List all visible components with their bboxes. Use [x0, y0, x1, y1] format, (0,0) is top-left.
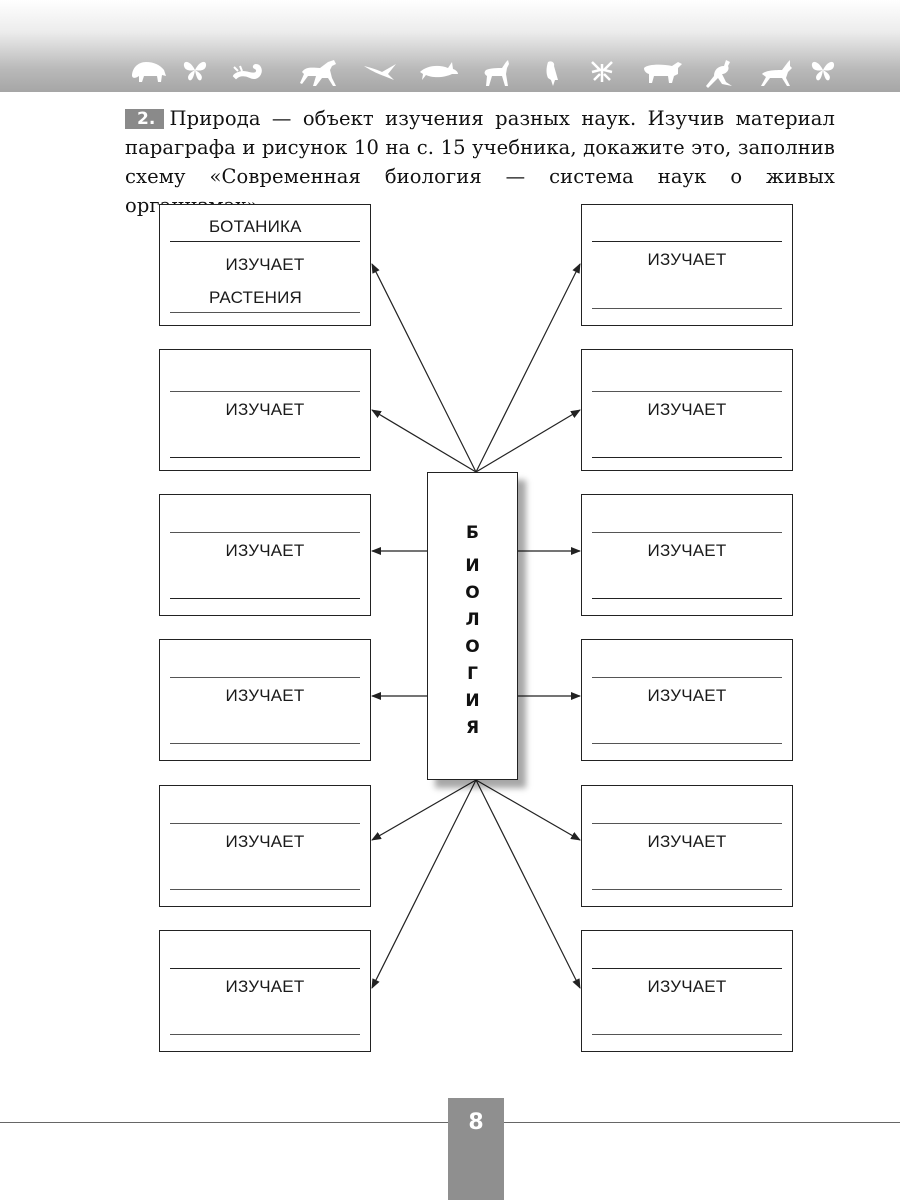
studies-label: ИЗУЧАЕТ [647, 832, 727, 851]
answer-line[interactable] [170, 457, 360, 459]
answer-line[interactable] [592, 308, 782, 309]
swallow-icon [364, 64, 396, 80]
scorpion-icon [232, 63, 262, 80]
animal-silhouettes [120, 58, 840, 92]
task-number: 2. [125, 109, 164, 129]
arrow [371, 263, 477, 473]
studies-label: ИЗУЧАЕТ [647, 977, 727, 996]
arrow [475, 263, 581, 473]
insect-icon [591, 61, 613, 82]
biology-letter: Л [465, 610, 480, 630]
studies-label: ИЗУЧАЕТ [647, 686, 727, 705]
science-box-11[interactable]: ИЗУЧАЕТ [581, 785, 793, 907]
arrow [371, 779, 477, 841]
kangaroo-icon [706, 60, 732, 88]
answer-line[interactable] [592, 1034, 782, 1035]
arrow [371, 409, 477, 473]
answer-line[interactable] [592, 677, 782, 678]
answer-line[interactable] [592, 241, 782, 243]
horse-icon [300, 60, 336, 86]
arrow [475, 409, 581, 473]
answer-line[interactable] [592, 532, 782, 533]
biology-letter: Б [466, 523, 479, 543]
biology-letter: Я [465, 718, 480, 738]
studies-label: ИЗУЧАЕТ [225, 686, 305, 705]
studies-label: ИЗУЧАЕТ [225, 832, 305, 851]
header-banner [0, 0, 900, 92]
science-name: БОТАНИКА [209, 217, 302, 236]
page-number: 8 [468, 1110, 484, 1135]
answer-line[interactable] [592, 823, 782, 824]
answer-line[interactable] [592, 457, 782, 459]
studies-label: ИЗУЧАЕТ [225, 255, 305, 274]
answer-line[interactable] [170, 677, 360, 678]
biology-letter: О [465, 583, 480, 603]
biology-letter: О [465, 637, 480, 657]
answer-line[interactable] [170, 968, 360, 970]
studies-label: ИЗУЧАЕТ [225, 400, 305, 419]
answer-line[interactable] [592, 598, 782, 600]
bird-icon [546, 61, 558, 86]
science-box-5[interactable]: ИЗУЧАЕТ [159, 785, 371, 907]
studies-label: ИЗУЧАЕТ [647, 250, 727, 269]
bison-icon [132, 62, 166, 82]
answer-line [170, 312, 360, 313]
biology-box: Б И О Л О Г И Я [427, 472, 518, 780]
science-box-7[interactable]: ИЗУЧАЕТ [581, 204, 793, 326]
antelope-icon [761, 60, 792, 86]
science-box-2[interactable]: ИЗУЧАЕТ [159, 349, 371, 471]
object-name: РАСТЕНИЯ [209, 288, 302, 307]
studies-label: ИЗУЧАЕТ [225, 977, 305, 996]
science-box-6[interactable]: ИЗУЧАЕТ [159, 930, 371, 1052]
page-number-tab: 8 [448, 1098, 504, 1200]
science-box-12[interactable]: ИЗУЧАЕТ [581, 930, 793, 1052]
answer-line[interactable] [170, 1034, 360, 1035]
arrow [371, 779, 477, 989]
biology-letter: Г [467, 664, 478, 684]
answer-line[interactable] [592, 889, 782, 890]
answer-line[interactable] [592, 968, 782, 970]
studies-label: ИЗУЧАЕТ [647, 400, 727, 419]
answer-line[interactable] [170, 598, 360, 600]
biology-letter: И [465, 691, 480, 711]
science-box-4[interactable]: ИЗУЧАЕТ [159, 639, 371, 761]
arrow [475, 779, 581, 841]
answer-line[interactable] [170, 889, 360, 890]
answer-line[interactable] [170, 532, 360, 533]
science-box-3[interactable]: ИЗУЧАЕТ [159, 494, 371, 616]
butterfly-icon [811, 61, 835, 81]
science-box-9[interactable]: ИЗУЧАЕТ [581, 494, 793, 616]
science-box-1[interactable]: БОТАНИКА ИЗУЧАЕТ РАСТЕНИЯ [159, 204, 371, 326]
answer-line[interactable] [170, 743, 360, 744]
science-box-10[interactable]: ИЗУЧАЕТ [581, 639, 793, 761]
answer-line [170, 241, 360, 243]
answer-line[interactable] [592, 743, 782, 744]
answer-line[interactable] [592, 391, 782, 392]
studies-label: ИЗУЧАЕТ [647, 541, 727, 560]
biology-letter: И [465, 556, 480, 576]
dolphin-icon [420, 62, 458, 80]
answer-line[interactable] [170, 823, 360, 824]
bull-icon [644, 62, 682, 83]
arrow [475, 779, 581, 989]
deer-icon [484, 60, 509, 86]
answer-line[interactable] [170, 391, 360, 392]
science-box-8[interactable]: ИЗУЧАЕТ [581, 349, 793, 471]
butterfly-icon [183, 61, 207, 81]
studies-label: ИЗУЧАЕТ [225, 541, 305, 560]
